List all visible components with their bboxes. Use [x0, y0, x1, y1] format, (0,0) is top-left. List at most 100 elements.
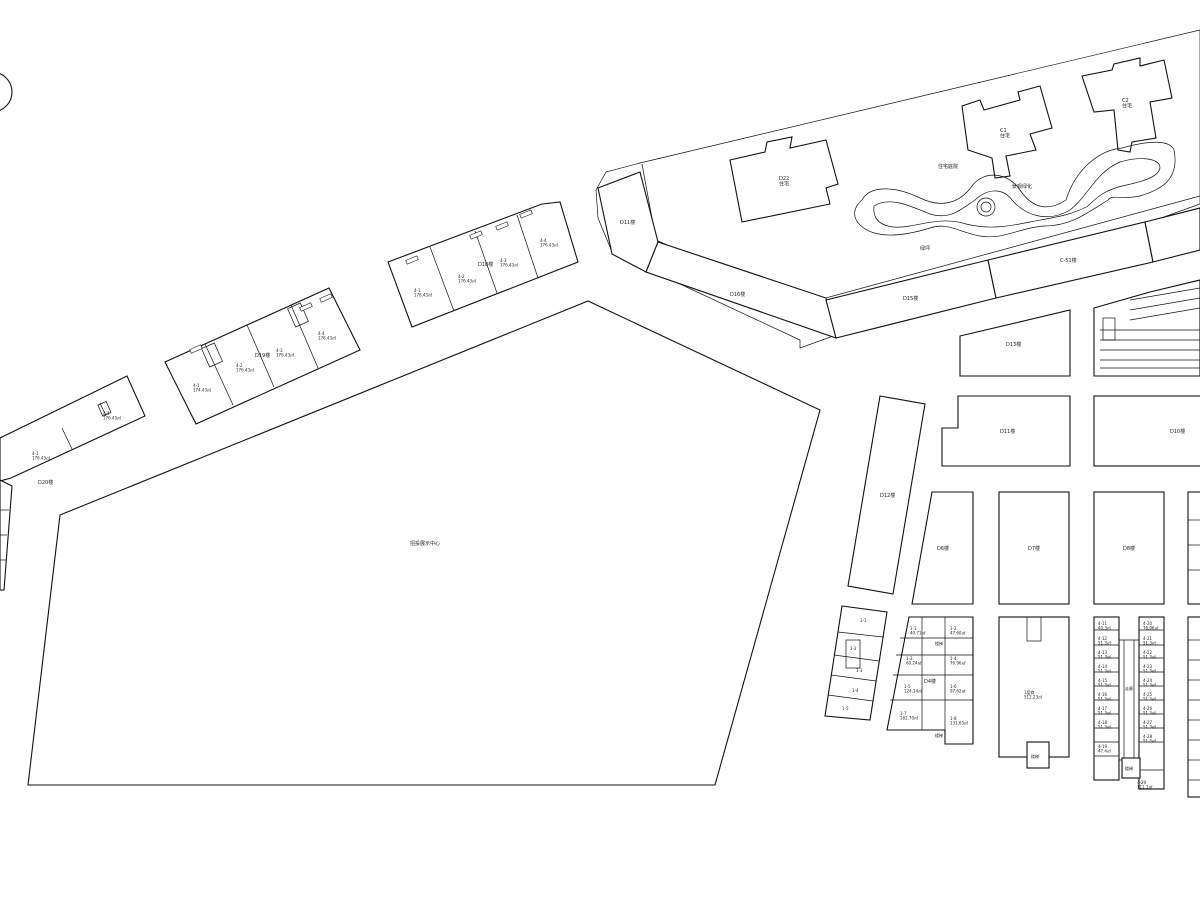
building-d6 — [911, 491, 974, 605]
building-small-unit-label: 1-3 — [856, 668, 863, 673]
landscape-label: 景观绿化 — [1012, 183, 1032, 190]
building-small-shops-left — [1093, 616, 1120, 781]
building-right-edge — [1187, 491, 1200, 605]
building-big-shop-stair — [1026, 741, 1050, 769]
building-d12 — [847, 395, 926, 595]
building-small-unit-label: 1-2 — [850, 646, 857, 651]
tower-c2 — [1081, 57, 1173, 153]
building-d4-stair-label: 楼梯 — [935, 640, 943, 646]
building-big-shop — [998, 616, 1070, 758]
building-d18-partition — [516, 214, 539, 279]
building-big-shop-core — [1026, 616, 1042, 642]
building-small-partition — [837, 631, 884, 638]
building-d19-partition — [246, 324, 275, 388]
building-c51-east — [1144, 207, 1200, 263]
building-d18-partition — [429, 246, 455, 312]
building-small-stair — [845, 639, 861, 669]
building-small-unit-label: 1-4 — [852, 688, 859, 693]
building-d20 — [0, 375, 146, 482]
building-small-slanted — [824, 605, 888, 721]
building-small-shops-corridor-label: 走廊 — [1125, 685, 1133, 691]
building-d19-label-bar — [319, 293, 333, 303]
tower-c1 — [961, 85, 1053, 179]
building-d13-label: D13楼 — [1006, 341, 1021, 348]
building-d19-partition — [204, 343, 234, 406]
building-small-shops-grid — [1094, 629, 1164, 771]
building-d16-label: D16楼 — [730, 291, 745, 298]
building-d19-stair — [201, 342, 223, 368]
landscape-path-inner — [873, 158, 1161, 228]
building-d18 — [387, 201, 579, 328]
landscape-fountain-inner — [980, 201, 992, 213]
building-d16 — [645, 241, 837, 339]
building-d20-partition — [61, 427, 73, 450]
building-small-shops-right — [1138, 616, 1165, 790]
tower-d22 — [729, 136, 839, 223]
building-small-partition — [827, 694, 874, 702]
residential-compound-outline — [595, 29, 1200, 349]
parking-stair — [1102, 317, 1116, 341]
building-d11-label: D11楼 — [1000, 428, 1015, 435]
building-d18-label-bar — [519, 209, 533, 219]
parking-structure — [1093, 279, 1200, 377]
parking-stalls — [1100, 287, 1200, 369]
building-d18-label-bar — [469, 230, 483, 240]
building-d20-stair — [97, 401, 112, 417]
building-d18-partition — [474, 230, 498, 294]
building-small-shops-corridor — [1119, 639, 1139, 761]
building-d18-label-bar — [405, 255, 419, 265]
building-d20-partition — [99, 402, 107, 417]
building-d15-label: D15楼 — [903, 295, 918, 302]
exhibition-center-outline — [27, 300, 821, 786]
lawn-label: 绿坪 — [920, 245, 930, 252]
building-small-partition — [833, 654, 880, 662]
building-d12-label: D12楼 — [880, 492, 895, 499]
building-small-shops-stair-label: 楼梯 — [1125, 765, 1133, 771]
building-d11 — [941, 395, 1071, 467]
building-d19 — [164, 287, 361, 425]
building-d18-label-bar — [495, 221, 509, 231]
landscape-fountain — [976, 197, 996, 217]
building-d11-compound-label: D11楼 — [620, 219, 635, 226]
building-d19-partition — [290, 304, 319, 369]
building-small-shops-stair — [1121, 757, 1141, 779]
building-d7 — [998, 491, 1070, 605]
building-d18-label: D18楼 — [478, 261, 493, 268]
building-far-right-grid — [1188, 639, 1200, 781]
building-d10 — [1093, 395, 1200, 467]
exhibition-center-label: 招投展示中心 — [410, 540, 440, 547]
north-arrow-circle — [0, 73, 13, 111]
